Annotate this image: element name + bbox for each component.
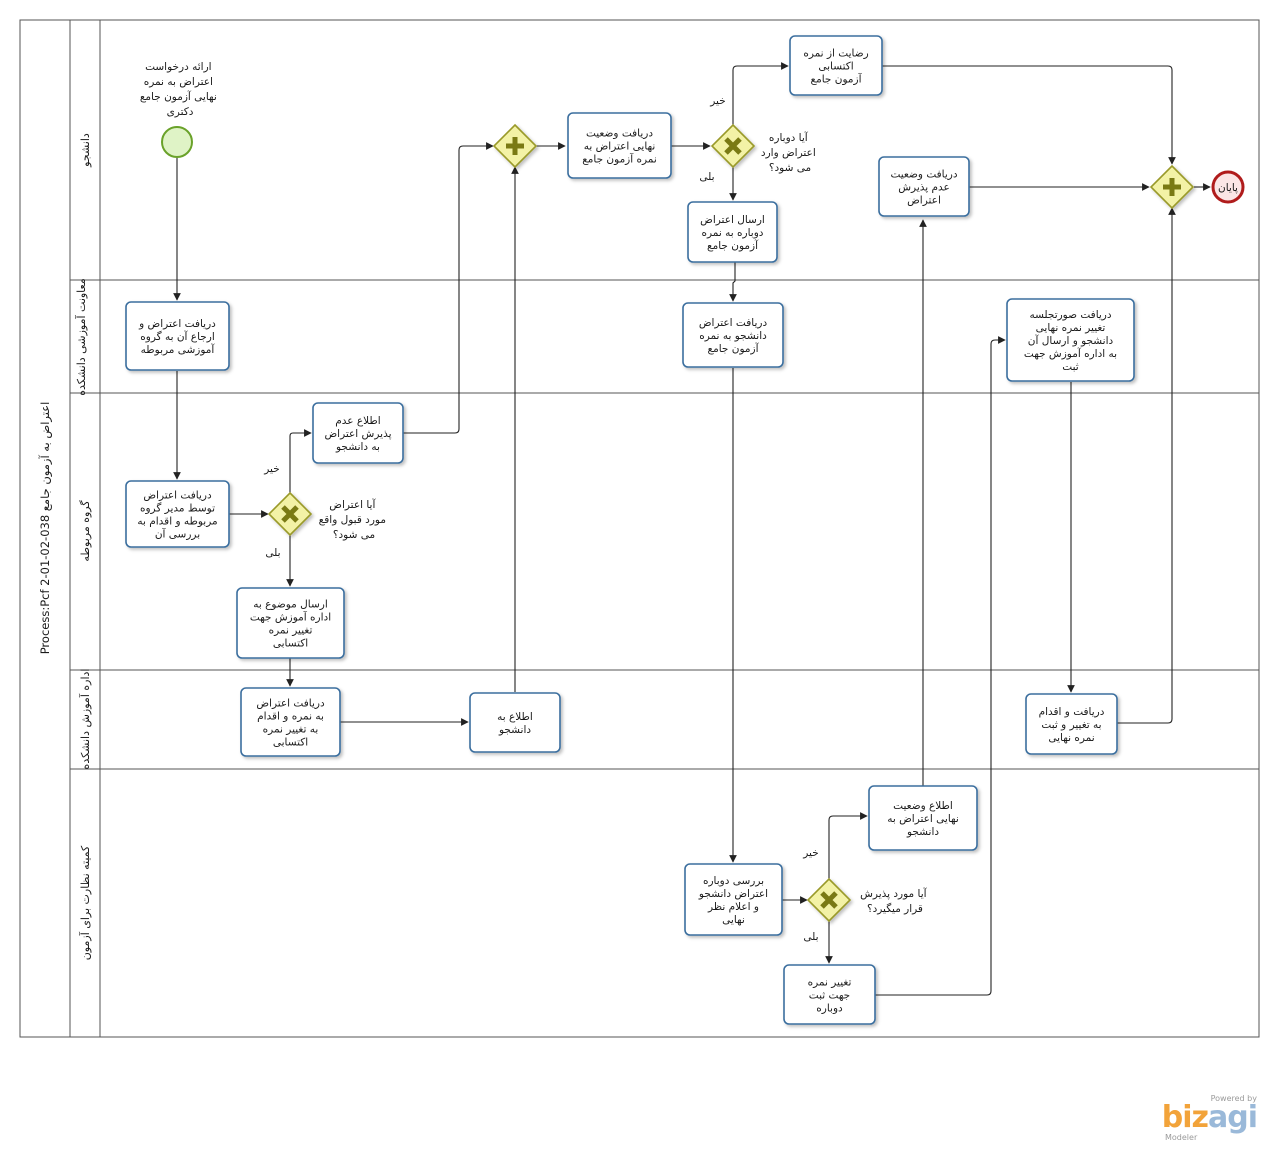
task-box [1025, 693, 1118, 755]
gateway-student-yes: بلی [699, 171, 714, 183]
task-box [236, 587, 345, 659]
exclusive-x-icon [820, 891, 838, 909]
parallel-plus-icon [506, 137, 524, 155]
task-box [567, 112, 672, 179]
lane-label-deputy: معاونت آموزشی دانشکده [74, 278, 88, 396]
end-event[interactable]: پایان [1211, 170, 1245, 204]
powered-by-text: Powered by [1210, 1094, 1257, 1103]
task-box [878, 156, 970, 217]
lane-label-office: اداره آموزش دانشکده [78, 669, 92, 770]
gateway-student-decision[interactable] [710, 123, 756, 169]
task-box [1006, 298, 1135, 382]
gateway-labels: آیا اعتراض مورد قبول واقع می شود؟ خیر بل… [263, 95, 930, 943]
gateway-group-decision[interactable] [267, 491, 313, 537]
flow-gateway-no-satisfied [732, 62, 789, 125]
task-box [469, 692, 561, 753]
lanes: دانشجو معاونت آموزشی دانشکده گروه مربوطه… [70, 133, 1259, 960]
task-box [125, 480, 230, 548]
brand-part-a: biz [1161, 1100, 1209, 1135]
flow-register-to-parallel2 [1117, 207, 1176, 724]
gateway-student-question: آیا دوباره اعتراض وارد می شود؟ [761, 131, 819, 174]
sequence-flows [173, 62, 1211, 996]
flow-gateway-no-reject [289, 429, 312, 494]
brand-wordmark: bizagi [1157, 1100, 1258, 1135]
gateway-group-question: آیا اعتراض مورد قبول واقع می شود؟ [319, 498, 390, 541]
task-box [783, 964, 876, 1025]
bizagi-logo: Powered by bizagi Modeler [1157, 1094, 1258, 1142]
exclusive-x-icon [281, 505, 299, 523]
task-box [682, 302, 784, 368]
modeler-text: Modeler [1165, 1133, 1198, 1142]
lane-label-group: گروه مربوطه [79, 500, 92, 562]
flow-satisfied-to-parallel2 [882, 65, 1176, 165]
gateway-group-yes: بلی [265, 547, 280, 559]
task-box [687, 201, 778, 263]
task-box [789, 35, 883, 96]
start-event-label: ارائه درخواست اعتراض به نمره نهایی آزمون… [140, 61, 220, 118]
gateway-committee-yes: بلی [803, 931, 818, 943]
task-box [240, 687, 341, 757]
task-box [868, 785, 978, 851]
flow-resend-to-deputy [729, 262, 737, 302]
parallel-plus-icon [1163, 178, 1181, 196]
task-box [312, 402, 404, 464]
lane-label-student: دانشجو [79, 133, 92, 168]
brand-part-b: agi [1207, 1100, 1258, 1135]
gateway-committee-decision[interactable] [806, 877, 852, 923]
start-event[interactable] [161, 126, 193, 158]
gateway-committee-question: آیا مورد پذیرش قرار میگیرد؟ [860, 887, 930, 915]
gateways [267, 123, 1195, 923]
flow-change-to-minutes [875, 336, 1006, 996]
flow-gateway-committee-no [828, 812, 868, 879]
gateway-parallel-merge-1[interactable] [492, 123, 538, 169]
gateway-parallel-merge-2[interactable] [1149, 164, 1195, 210]
lane-label-committee: کمیته نظارت برای آزمون [78, 845, 92, 960]
gateway-committee-no: خیر [802, 847, 818, 859]
exclusive-x-icon [724, 137, 742, 155]
pool-title: Process:Pcf 2-01-02-038 اعتراض به آزمون … [38, 402, 53, 655]
flow-reject-to-parallel [403, 142, 494, 434]
task-box [684, 863, 783, 936]
end-event-label: پایان [1218, 182, 1238, 194]
task-box [125, 301, 230, 371]
gateway-group-no: خیر [263, 463, 279, 475]
gateway-student-no: خیر [709, 95, 725, 107]
